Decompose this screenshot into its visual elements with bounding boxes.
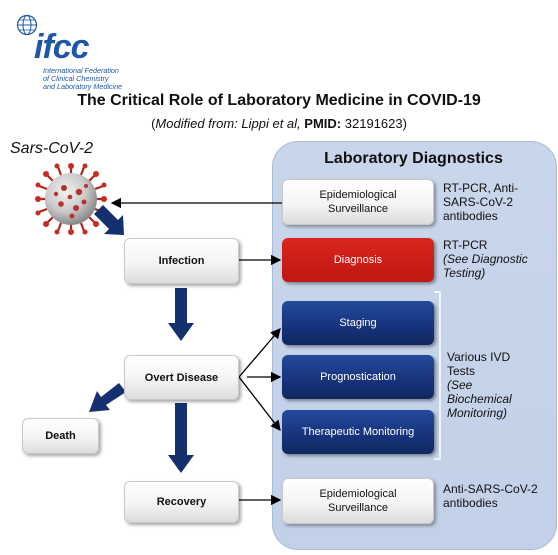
staging-box: Staging bbox=[282, 301, 434, 345]
ivd-note-line-2: (See Biochemical Monitoring) bbox=[447, 378, 512, 420]
epi-surveillance-top-box: Epidemiological Surveillance bbox=[282, 179, 434, 225]
page-title: The Critical Role of Laboratory Medicine… bbox=[77, 92, 481, 109]
virus-label: Sars-CoV-2 bbox=[10, 140, 93, 157]
globe-icon bbox=[16, 14, 38, 36]
arrow-overt-to-death bbox=[89, 383, 126, 412]
arrow-to-staging bbox=[238, 328, 281, 378]
death-box: Death bbox=[22, 418, 99, 454]
ivd-note-line-1: Various IVD Tests bbox=[447, 350, 511, 378]
subtitle-open-paren: ( bbox=[151, 116, 156, 131]
overt-disease-box: Overt Disease bbox=[124, 355, 239, 400]
recovery-box: Recovery bbox=[124, 481, 239, 523]
logo-org-line-2: of Clinical Chemistry bbox=[43, 74, 109, 83]
prognostication-box: Prognostication bbox=[282, 355, 434, 399]
diagnosis-box: Diagnosis bbox=[282, 238, 434, 282]
infection-box: Infection bbox=[124, 238, 239, 284]
subtitle: (Modified from: Lippi et al, PMID: 32191… bbox=[0, 116, 558, 131]
ifcc-logo: ifcc International Federation of Clinica… bbox=[14, 14, 164, 91]
therapeutic-monitoring-box: Therapeutic Monitoring bbox=[282, 410, 434, 454]
logo-org-line-3: and Laboratory Medicine bbox=[43, 82, 123, 91]
arrow-overt-to-recovery bbox=[168, 403, 194, 473]
logo-org-line-1: International Federation bbox=[43, 66, 119, 75]
subtitle-source: Modified from: Lippi et al, bbox=[155, 116, 301, 131]
arrow-virus-to-infection bbox=[94, 205, 124, 235]
lab-panel-title: Laboratory Diagnostics bbox=[324, 150, 503, 167]
diagnosis-note: RT-PCR (See Diagnostic Testing) bbox=[443, 238, 543, 280]
ivd-note: Various IVD Tests (See Biochemical Monit… bbox=[447, 350, 535, 420]
epi-bottom-note: Anti-SARS-CoV-2 antibodies bbox=[443, 482, 538, 510]
subtitle-pmid-label: PMID: bbox=[304, 116, 342, 131]
ivd-bracket bbox=[434, 291, 441, 460]
logo-org-name: International Federation of Clinical Che… bbox=[43, 67, 122, 91]
diagnosis-note-line-2: (See Diagnostic Testing) bbox=[443, 252, 528, 280]
epi-surveillance-bottom-box: Epidemiological Surveillance bbox=[282, 478, 434, 524]
subtitle-pmid-value: 32191623) bbox=[344, 116, 407, 131]
arrow-to-therapeutic bbox=[238, 376, 281, 432]
diagnosis-note-line-1: RT-PCR bbox=[443, 238, 488, 252]
epi-top-note: RT-PCR, Anti-SARS-CoV-2 antibodies bbox=[443, 181, 519, 223]
arrow-infection-to-overt bbox=[168, 288, 194, 341]
logo-wordmark: ifcc bbox=[34, 28, 90, 66]
